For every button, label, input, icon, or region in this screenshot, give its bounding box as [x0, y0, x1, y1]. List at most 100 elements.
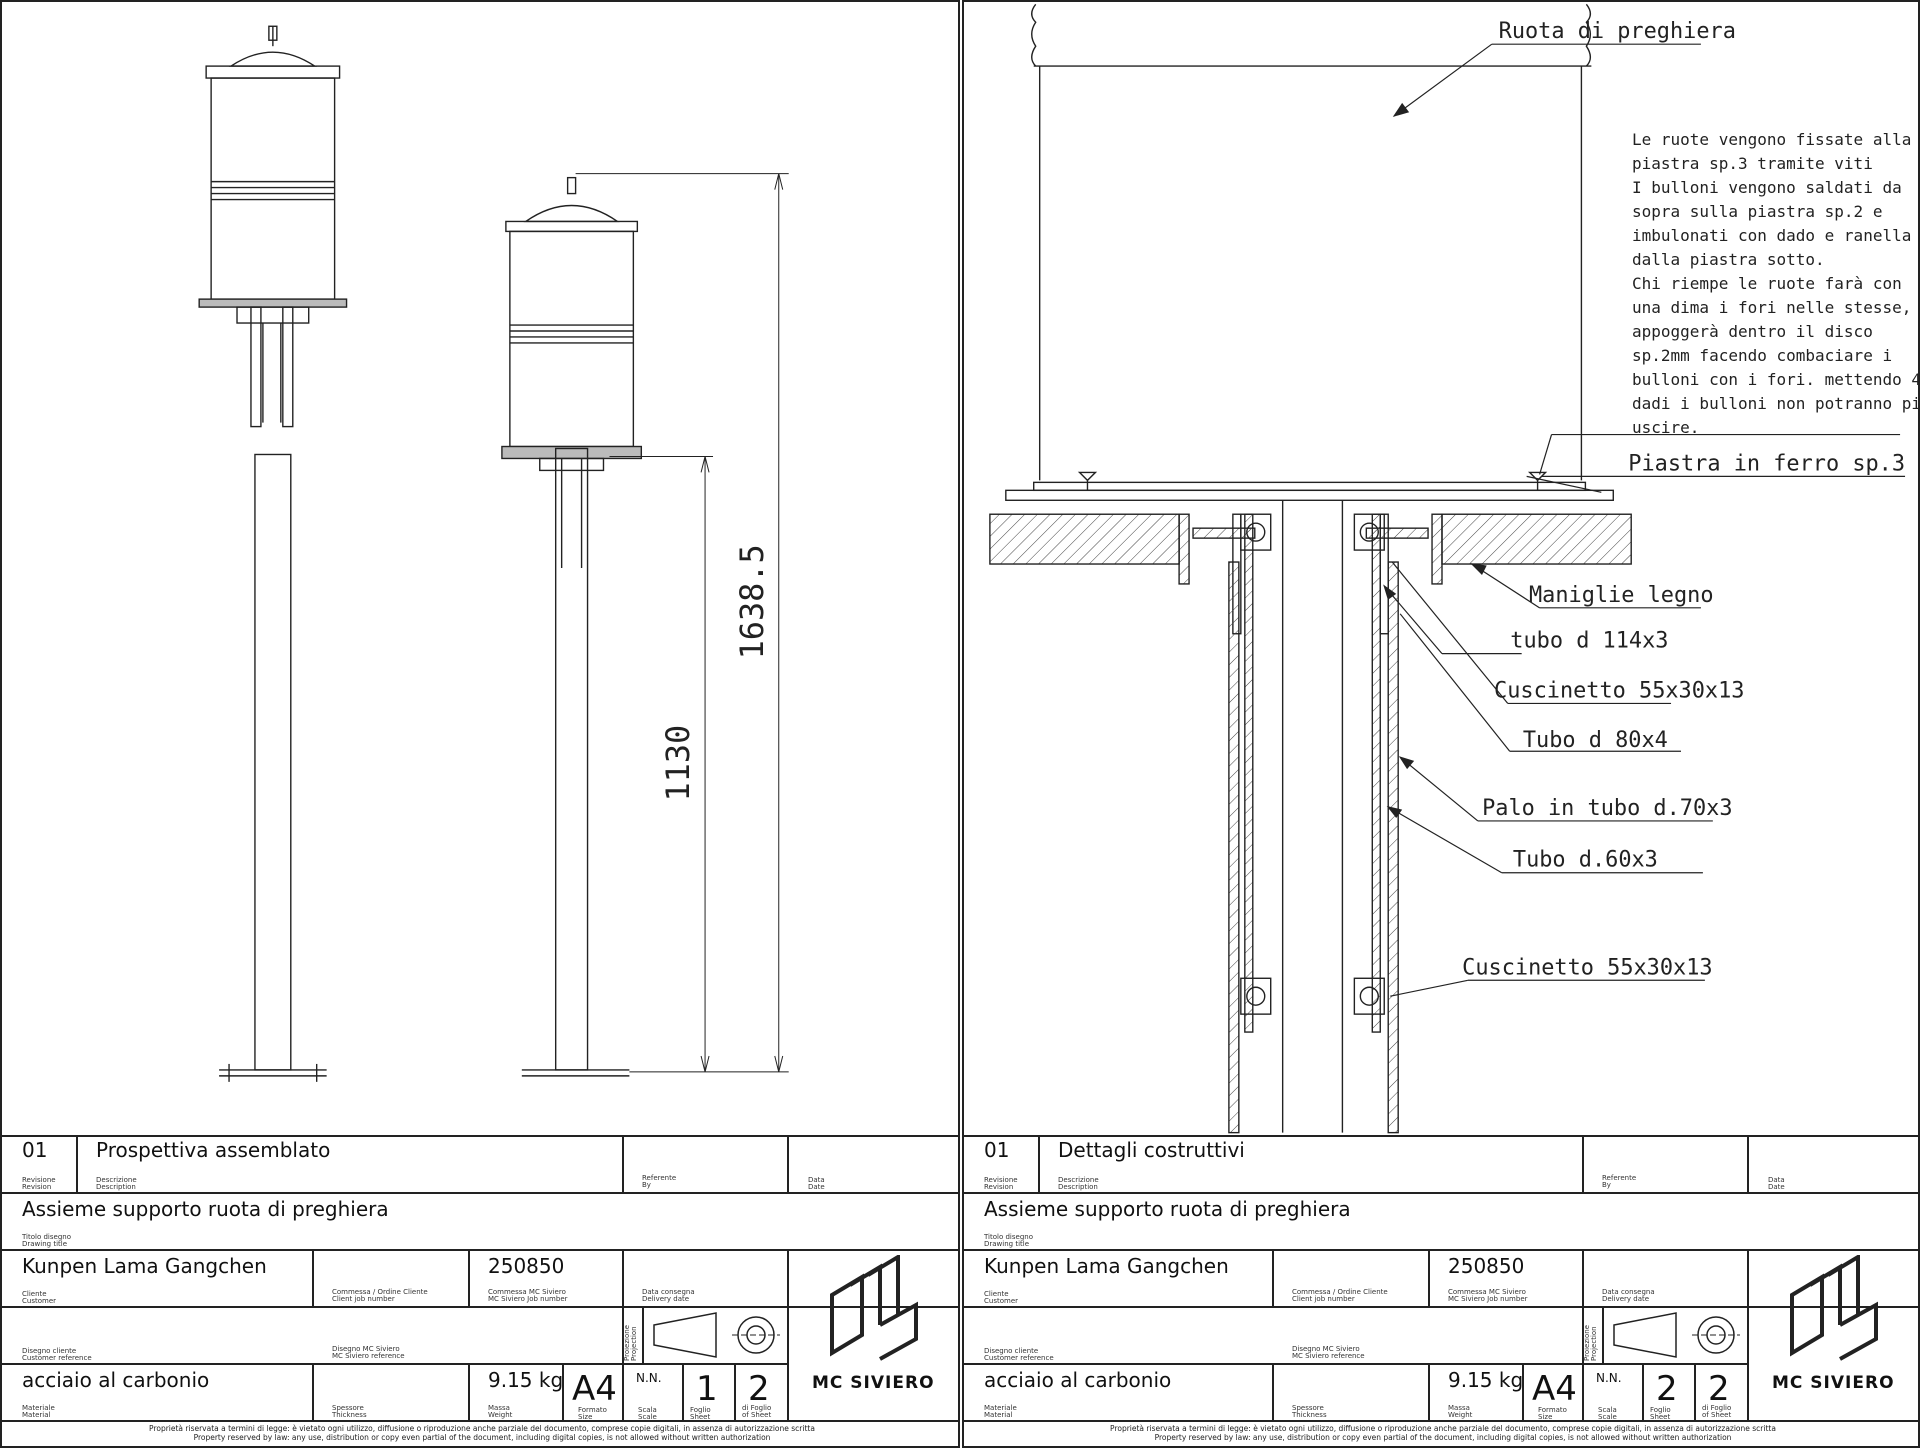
format-value: A4 — [1532, 1369, 1577, 1409]
mc-siviero-logo-icon — [830, 1255, 918, 1361]
construction-detail-drawing: Ruota di preghiera Piastra in ferro sp.3… — [989, 3, 1906, 1134]
mc-siviero-logo-icon — [1790, 1255, 1878, 1361]
assembly-drawing: 1638.5 1130 — [198, 25, 789, 1082]
company-name: MC SIVIERO — [1772, 1373, 1895, 1393]
inner-tube-right-wall — [1371, 513, 1381, 1033]
drawing-title: Assieme supporto ruota di preghiera — [984, 1197, 1351, 1221]
iron-plate — [1005, 489, 1614, 501]
company-name: MC SIVIERO — [812, 1373, 935, 1393]
projection-symbol-icon — [653, 1312, 780, 1358]
dim-post-label: 1130 — [659, 725, 697, 802]
exploded-prayer-wheel — [198, 25, 348, 428]
mc-job-number: 250850 — [1448, 1254, 1525, 1278]
weight-value: 9.15 kg — [488, 1368, 564, 1392]
assembled-view — [501, 176, 643, 1077]
sheet-number: 2 — [1656, 1369, 1678, 1409]
weight-value: 9.15 kg — [1448, 1368, 1524, 1392]
scale-value: N.N. — [636, 1371, 662, 1385]
mc-job-number: 250850 — [488, 1254, 565, 1278]
label-wooden-handles: Maniglie legno — [1529, 583, 1714, 608]
exploded-post — [219, 453, 327, 1082]
format-value: A4 — [572, 1369, 617, 1409]
wooden-handle-right — [1441, 513, 1632, 565]
label-bearing-bottom: Cuscinetto 55x30x13 — [1462, 955, 1712, 980]
outer-post-right-wall — [1387, 561, 1399, 1134]
bearings-bottom — [1240, 977, 1385, 1015]
of-sheets: 2 — [1708, 1369, 1730, 1409]
outer-post-left-wall — [1228, 561, 1240, 1134]
drawing-sheet-2: Ruota di preghiera Piastra in ferro sp.3… — [962, 0, 1920, 1448]
label-tube-80: Tubo d 80x4 — [1523, 728, 1668, 753]
dimension-lines — [575, 173, 789, 1073]
scale-value: N.N. — [1596, 1371, 1622, 1385]
revision-value: 01 — [22, 1138, 48, 1162]
label-tube-60: Tubo d.60x3 — [1513, 848, 1658, 873]
prayer-wheel-outline — [1031, 3, 1592, 481]
drawing-sheet-1: 1638.5 1130 01 Prospettiva assemblato Re… — [0, 0, 960, 1448]
label-post-tube: Palo in tubo d.70x3 — [1482, 796, 1732, 821]
sheet-number: 1 — [696, 1369, 718, 1409]
material-value: acciaio al carbonio — [22, 1368, 210, 1392]
label-iron-plate: Piastra in ferro sp.3 — [1628, 451, 1905, 476]
legal-footer: Proprietà riservata a termini di legge: … — [1110, 1424, 1776, 1442]
legal-footer: Proprietà riservata a termini di legge: … — [149, 1424, 815, 1442]
label-bearing-top: Cuscinetto 55x30x13 — [1494, 678, 1744, 703]
inner-tube-left-wall — [1244, 513, 1254, 1033]
of-sheets: 2 — [748, 1369, 770, 1409]
revision-description: Dettagli costruttivi — [1058, 1138, 1245, 1162]
dim-total-label: 1638.5 — [733, 544, 771, 659]
label-prayer-wheel: Ruota di preghiera — [1499, 19, 1736, 44]
customer-value: Kunpen Lama Gangchen — [22, 1254, 267, 1278]
label-tube-114: tubo d 114x3 — [1510, 629, 1668, 654]
upper-plate — [1033, 481, 1587, 492]
bearings-top — [1240, 513, 1385, 551]
material-value: acciaio al carbonio — [984, 1368, 1172, 1392]
drawing-title: Assieme supporto ruota di preghiera — [22, 1197, 389, 1221]
wooden-handle-left — [989, 513, 1180, 565]
revision-description: Prospettiva assemblato — [96, 1138, 331, 1162]
revision-value: 01 — [984, 1138, 1010, 1162]
customer-value: Kunpen Lama Gangchen — [984, 1254, 1229, 1278]
projection-symbol-icon — [1613, 1312, 1740, 1358]
